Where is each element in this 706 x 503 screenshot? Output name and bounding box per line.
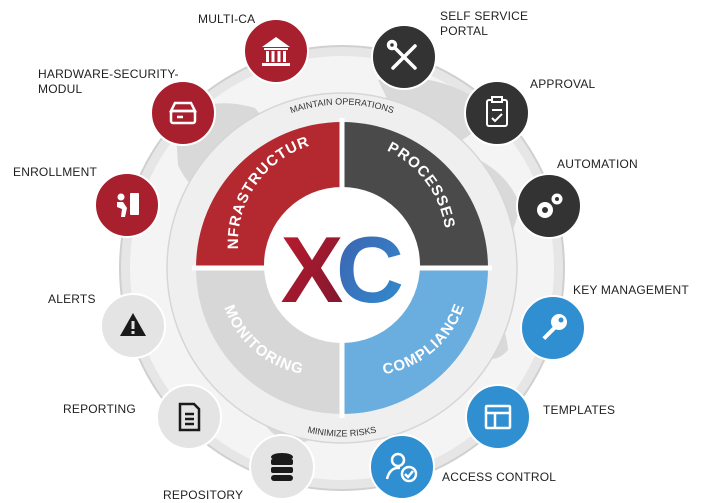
bank-icon	[262, 37, 290, 66]
feature-label-hardware-security-module: HARDWARE-SECURITY- MODUL	[38, 67, 179, 96]
label-minimize-risks: MINIMIZE RISKS	[307, 425, 377, 439]
enrollment-icon	[117, 193, 139, 217]
feature-label-access-control: ACCESS CONTROL	[442, 470, 557, 484]
feature-label-enrollment: ENROLLMENT	[13, 165, 98, 179]
feature-bubble-enrollment	[94, 172, 160, 238]
feature-label-repository: REPOSITORY	[163, 488, 244, 502]
database-icon	[271, 453, 293, 481]
feature-label-alerts: ALERTS	[48, 292, 96, 306]
feature-bubble-alerts	[100, 293, 166, 359]
feature-bubble-approval	[464, 80, 530, 146]
user-check-icon	[385, 452, 418, 483]
feature-bubble-reporting	[156, 384, 222, 450]
feature-bubble-access-control	[369, 434, 435, 500]
hardware-module-icon	[168, 101, 198, 125]
center-disc	[264, 187, 420, 343]
document-icon	[178, 402, 201, 432]
template-icon	[484, 404, 512, 430]
gears-icon	[537, 193, 563, 218]
feature-label-multi-ca: MULTI-CA	[198, 12, 256, 26]
feature-bubble-hardware-security-module	[150, 80, 216, 146]
key-icon	[542, 314, 567, 341]
tools-icon	[386, 39, 417, 70]
clipboard-icon	[486, 96, 508, 127]
feature-label-key-management: KEY MANAGEMENT	[573, 283, 689, 297]
feature-label-reporting: REPORTING	[63, 402, 136, 416]
feature-bubble-templates	[465, 384, 531, 450]
feature-bubble-multi-ca	[243, 18, 309, 84]
logo-x: X	[281, 217, 344, 322]
warning-icon	[120, 313, 146, 336]
feature-bubble-automation	[516, 173, 582, 239]
feature-bubble-repository	[249, 434, 315, 500]
feature-label-approval: APPROVAL	[530, 77, 596, 91]
feature-bubble-self-service-portal	[371, 24, 437, 90]
logo-c: C	[336, 217, 404, 322]
feature-label-self-service-portal: SELF SERVICE PORTAL	[440, 9, 529, 38]
feature-bubble-key-management	[520, 295, 586, 361]
svg-text:MINIMIZE RISKS: MINIMIZE RISKS	[307, 425, 377, 439]
feature-label-automation: AUTOMATION	[557, 157, 638, 171]
feature-label-templates: TEMPLATES	[543, 403, 616, 417]
